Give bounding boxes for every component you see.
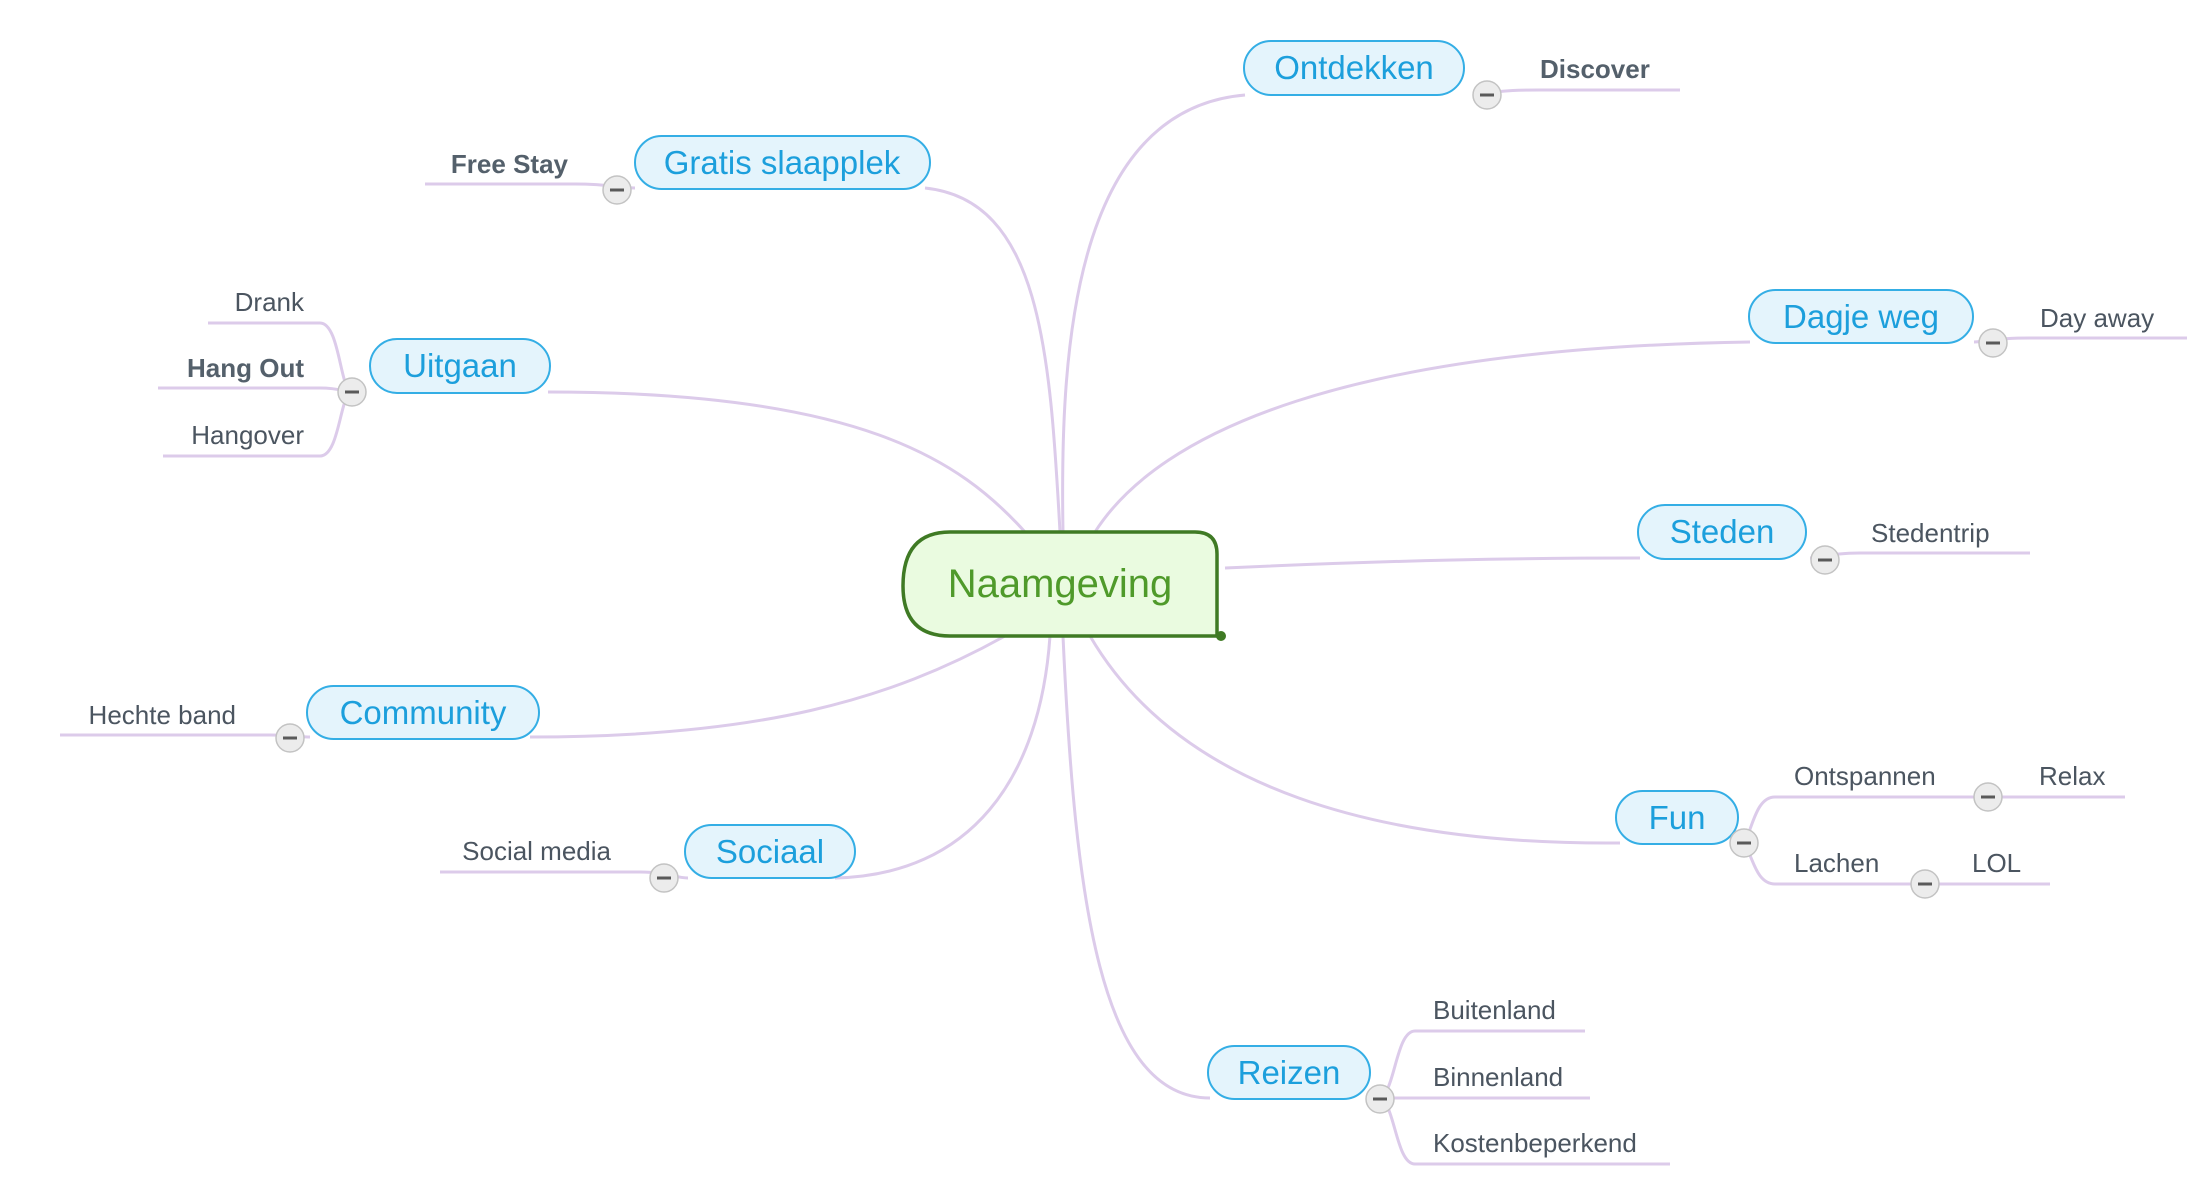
leaf-stedentrip[interactable]: Stedentrip [1871, 518, 1990, 548]
leaf-lachen[interactable]: Lachen [1794, 848, 1879, 878]
leaf-lol[interactable]: LOL [1972, 848, 2021, 878]
branch-dagje-weg-label: Dagje weg [1783, 298, 1939, 335]
link-root-sociaal [834, 635, 1052, 880]
link-ontdekken-discover [1473, 88, 1680, 97]
leaf-hang-out[interactable]: Hang Out [187, 353, 304, 383]
link-root-dagje [1093, 340, 1751, 533]
branch-fun[interactable]: Fun [1615, 790, 1739, 845]
branch-dagje-weg[interactable]: Dagje weg [1748, 289, 1974, 344]
branch-steden[interactable]: Steden [1637, 504, 1807, 560]
leaf-day-away[interactable]: Day away [2040, 303, 2154, 333]
collapse-dagje-icon[interactable] [1978, 328, 2008, 358]
branch-ontdekken-label: Ontdekken [1274, 49, 1434, 86]
collapse-uitgaan-icon[interactable] [337, 377, 367, 407]
root-label: Naamgeving [948, 562, 1173, 606]
collapse-steden-icon[interactable] [1810, 545, 1840, 575]
link-root-steden [1224, 556, 1641, 570]
link-root-gratis [924, 186, 1062, 533]
link-uitgaan-hangout [158, 386, 353, 394]
collapse-lachen-icon[interactable] [1910, 869, 1940, 899]
link-steden-stedentrip [1809, 551, 2030, 560]
leaf-buitenland[interactable]: Buitenland [1433, 995, 1556, 1025]
leaf-drank[interactable]: Drank [235, 287, 305, 317]
branch-gratis-slaapplek[interactable]: Gratis slaapplek [634, 135, 931, 190]
root-anchor-dot [1216, 631, 1226, 641]
leaf-labels: Discover Free Stay Drank Hang Out Hangov… [89, 54, 2155, 1158]
collapse-community-icon[interactable] [275, 723, 305, 753]
branch-reizen[interactable]: Reizen [1207, 1045, 1371, 1100]
branch-community-label: Community [340, 694, 507, 731]
link-fun-ontspannen [1739, 795, 1988, 845]
link-root-community [529, 634, 1006, 739]
branch-community[interactable]: Community [306, 685, 540, 740]
leaf-discover[interactable]: Discover [1540, 54, 1650, 84]
collapse-toggles [275, 80, 2008, 1114]
collapse-gratis-icon[interactable] [602, 175, 632, 205]
leaf-free-stay[interactable]: Free Stay [451, 149, 569, 179]
collapse-fun-icon[interactable] [1729, 828, 1759, 858]
leaf-hangover[interactable]: Hangover [191, 420, 304, 450]
collapse-sociaal-icon[interactable] [649, 863, 679, 893]
leaf-binnenland[interactable]: Binnenland [1433, 1062, 1563, 1092]
leaf-social-media[interactable]: Social media [462, 836, 611, 866]
branch-steden-label: Steden [1670, 513, 1775, 550]
branch-uitgaan[interactable]: Uitgaan [369, 338, 551, 394]
branch-sociaal-label: Sociaal [716, 833, 824, 870]
branch-ontdekken[interactable]: Ontdekken [1243, 40, 1465, 96]
branch-fun-label: Fun [1649, 799, 1706, 836]
collapse-ontdekken-icon[interactable] [1472, 80, 1502, 110]
branch-sociaal[interactable]: Sociaal [684, 824, 856, 879]
collapse-reizen-icon[interactable] [1365, 1084, 1395, 1114]
branch-gratis-slaapplek-label: Gratis slaapplek [664, 144, 901, 181]
leaf-hechte-band[interactable]: Hechte band [89, 700, 236, 730]
leaf-relax[interactable]: Relax [2039, 761, 2105, 791]
leaf-kostenbeperkend[interactable]: Kostenbeperkend [1433, 1128, 1637, 1158]
link-root-reizen [1061, 635, 1211, 1100]
link-community-hechteband [60, 733, 311, 739]
root-node[interactable]: Naamgeving [901, 530, 1226, 641]
leaf-ontspannen[interactable]: Ontspannen [1794, 761, 1936, 791]
collapse-ontspannen-icon[interactable] [1973, 782, 2003, 812]
link-root-fun [1088, 635, 1621, 845]
link-root-ontdekken [1061, 93, 1246, 533]
branch-uitgaan-label: Uitgaan [403, 347, 517, 384]
link-root-uitgaan [547, 390, 1027, 534]
branch-reizen-label: Reizen [1238, 1054, 1341, 1091]
